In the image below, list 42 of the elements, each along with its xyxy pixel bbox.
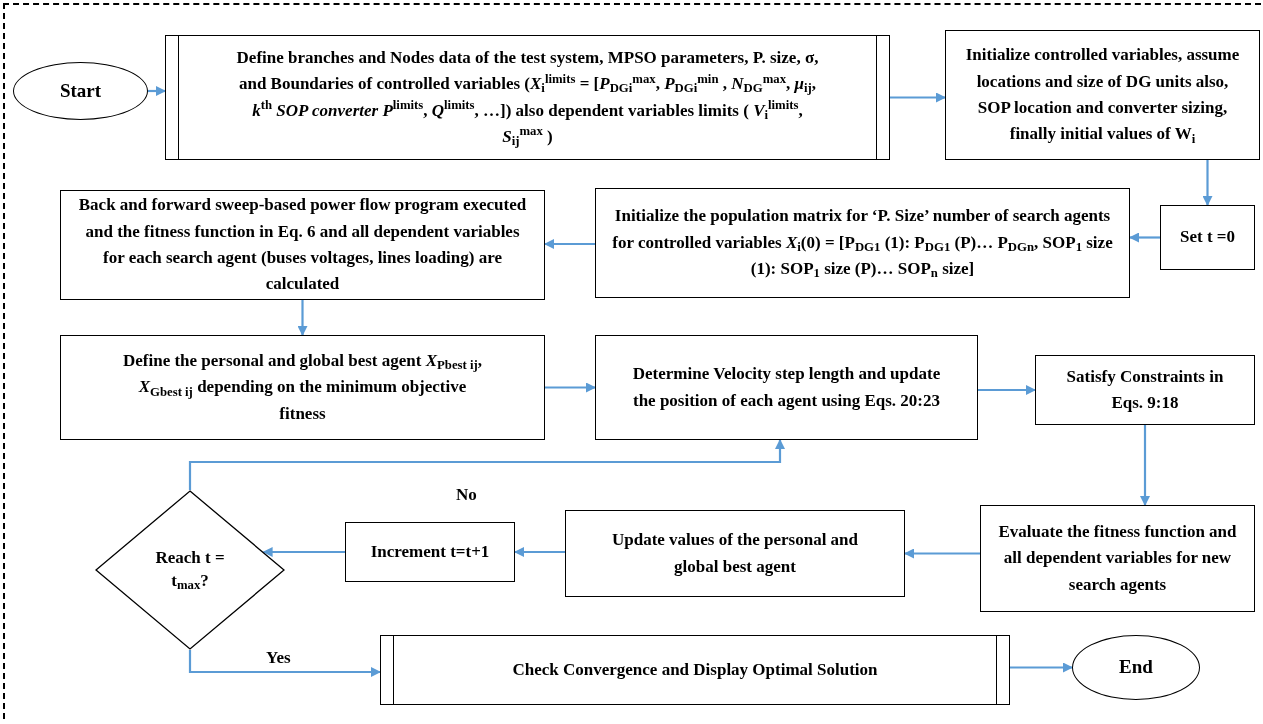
step-text: Update values of the personal and global best agent	[610, 529, 860, 578]
arrow	[188, 439, 785, 490]
step-text: Initialize the population matrix for ‘P. Size’ number of search agents for controlled variables X$_{i}$(0) = [P$_{DG1}$ (1): P$_{DG1}$ (P)… P$_{DGn}$, SOP$_{1}$ size (1): SOP$_{1}$ size (P)… SOP$_{n}$ size]	[612, 205, 1113, 283]
step-text: Set t =0	[1180, 226, 1235, 249]
arrow	[544, 239, 595, 249]
arrow	[262, 547, 345, 557]
arrow	[545, 382, 596, 393]
step-text: Satisfy Constraints in Eqs. 9:18	[1065, 365, 1225, 414]
arrow	[1202, 160, 1213, 206]
step-text: Evaluate the fitness function and all dependent variables for new search agents	[997, 521, 1238, 596]
arrow	[148, 86, 166, 96]
process-box	[1035, 355, 1255, 425]
arrow	[904, 548, 980, 559]
process-box	[60, 335, 545, 440]
step-text: Initialize controlled variables, assume locations and size of DG units also, SOP location and converter sizing, finally initial values of W$_{i}$	[964, 44, 1241, 148]
step-text: Start	[59, 78, 102, 103]
step-text: End	[1119, 655, 1153, 680]
arrow	[1129, 232, 1160, 243]
process-box	[345, 522, 515, 582]
step-text: Define branches and Nodes data of the test system, MPSO parameters, P. size, σ, and Boundaries of controlled variables (X$_{i}$$^{limits}$ = [P$_{DGi}$$^{max}$, P$_{DGi}$$^{min}$ , N$_{DG}$$^{max}$, μ$_{ij}$, k$^{th}$ SOP converter P$^{limits}$, Q$^{limits}$, …]) also dependent variables limits ( V$_{i}$$^{limits}$, S$_{ij}$$^{max}$ )	[235, 46, 820, 151]
step-text: Increment t=t+1	[370, 540, 490, 563]
arrow	[297, 300, 308, 336]
decision-diamond	[95, 490, 285, 650]
step-text: Determine Velocity step length and update the position of each agent using Eqs. 20:23	[631, 363, 942, 412]
step-text: Reach t = t$_{max}$?	[154, 547, 226, 593]
arrow	[978, 385, 1036, 395]
arrow	[1010, 662, 1073, 673]
predefined-process-box	[380, 635, 1010, 705]
process-box	[595, 188, 1130, 298]
step-text: Define the personal and global best agent X$_{Pbest ij}$, X$_{Gbest ij}$ depending on the minimum objective fitness	[121, 350, 483, 425]
process-box	[980, 505, 1255, 612]
step-text: Check Convergence and Display Optimal Solution	[512, 658, 878, 681]
arrow	[188, 650, 381, 677]
step-text: Back and forward sweep-based power flow program executed and the fitness function in Eq. 6 and all dependent variables for each search agent (buses voltages, lines loading) are calculated	[77, 194, 528, 296]
arrow	[1140, 425, 1150, 506]
process-box	[1160, 205, 1255, 270]
predefined-process-box	[165, 35, 890, 160]
process-box	[565, 510, 905, 597]
arrow	[514, 547, 565, 557]
process-box	[595, 335, 978, 440]
process-box	[945, 30, 1260, 160]
arrow	[890, 92, 946, 103]
